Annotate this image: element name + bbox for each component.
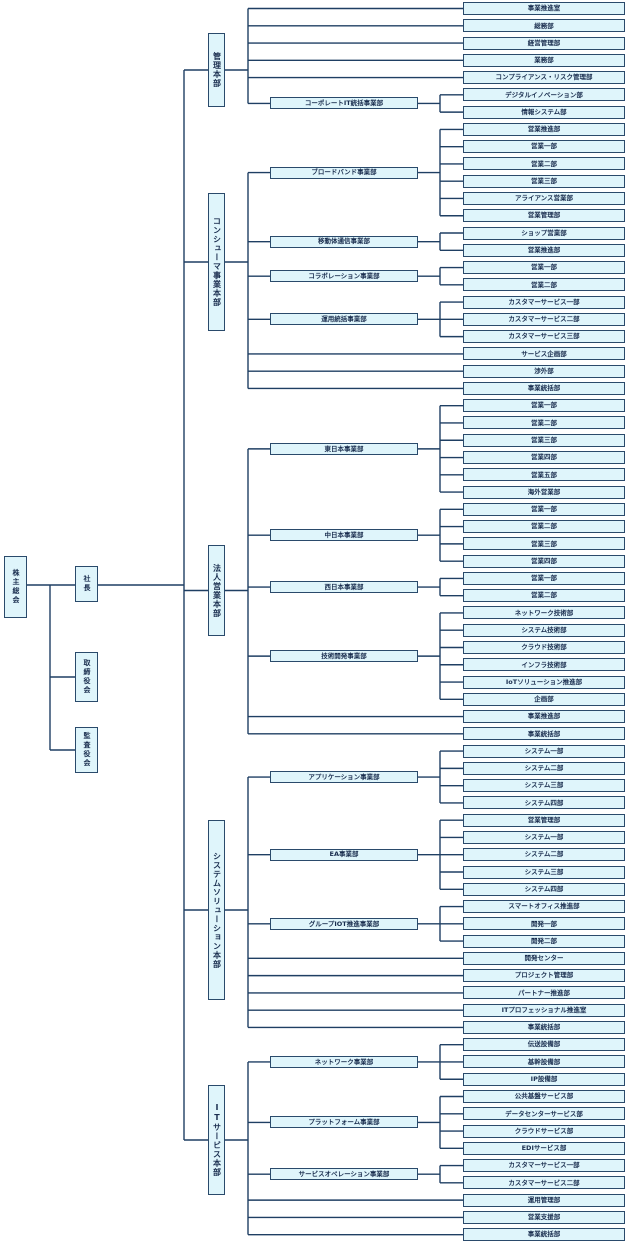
org-box-business-unit: サービスオペレーション事業部 — [270, 1168, 418, 1181]
org-box-business-unit: EA事業部 — [270, 848, 418, 861]
org-box-department: 公共基盤サービス部 — [463, 1090, 625, 1103]
org-box-division: システムソリューション本部 — [208, 820, 225, 1000]
org-box-department: クラウドサービス部 — [463, 1124, 625, 1138]
org-box-department: 事業推進室 — [463, 2, 625, 15]
org-box-department: システム四部 — [463, 796, 625, 810]
org-box-department: 企画部 — [463, 692, 625, 706]
org-box-president: 社長 — [75, 566, 98, 602]
org-box-business-unit: アプリケーション事業部 — [270, 771, 418, 783]
org-box-department: 営業二部 — [463, 278, 625, 292]
org-box-department: 事業統括部 — [463, 727, 625, 741]
org-box-department: スマートオフィス推進部 — [463, 900, 625, 914]
org-box-department: 伝送設備部 — [463, 1038, 625, 1052]
org-box-division: 管理本部 — [208, 33, 225, 107]
org-box-department: パートナー推進部 — [463, 986, 625, 1000]
org-box-department: 基幹設備部 — [463, 1055, 625, 1069]
org-box-division: 法人営業本部 — [208, 545, 225, 636]
org-box-department: 営業二部 — [463, 520, 625, 534]
org-box-business-unit: コーポレートIT統括事業部 — [270, 97, 418, 110]
org-box-shareholders-meeting: 株主総会 — [4, 556, 27, 618]
org-box-department: クラウド技術部 — [463, 640, 625, 654]
org-box-department: カスタマーサービス二部 — [463, 312, 625, 326]
org-box-department: 事業推進部 — [463, 710, 625, 724]
org-box-department: 営業二部 — [463, 157, 625, 171]
org-box-business-unit: グループIOT推進事業部 — [270, 917, 418, 930]
org-box-department: 営業三部 — [463, 433, 625, 447]
org-box-department: 事業統括部 — [463, 1228, 625, 1242]
org-box-business-unit: 運用統括事業部 — [270, 313, 418, 326]
org-box-department: サービス企画部 — [463, 347, 625, 361]
org-box-department: カスタマーサービス一部 — [463, 295, 625, 309]
org-box-business-unit: 技術開発事業部 — [270, 650, 418, 663]
org-box-department: 営業管理部 — [463, 209, 625, 223]
org-box-business-unit: コラボレーション事業部 — [270, 270, 418, 283]
org-box-department: システム一部 — [463, 744, 625, 758]
org-box-department: システム三部 — [463, 865, 625, 879]
org-box-department: システム二部 — [463, 848, 625, 862]
org-box-department: アライアンス営業部 — [463, 191, 625, 205]
org-box-department: 営業三部 — [463, 537, 625, 551]
org-box-department: 営業一部 — [463, 502, 625, 516]
org-box-department: ネットワーク技術部 — [463, 606, 625, 620]
org-box-department: ショップ営業部 — [463, 226, 625, 240]
org-box-department: 海外営業部 — [463, 485, 625, 499]
org-box-department: 業務部 — [463, 53, 625, 67]
org-box-department: 営業一部 — [463, 399, 625, 413]
org-box-department: 事業統括部 — [463, 381, 625, 395]
org-box-business-unit: ブロードバンド事業部 — [270, 166, 418, 179]
org-box-department: カスタマーサービス二部 — [463, 1176, 625, 1190]
org-box-department: 営業二部 — [463, 416, 625, 430]
org-box-department: カスタマーサービス一部 — [463, 1159, 625, 1173]
org-box-department: 事業統括部 — [463, 1020, 625, 1034]
org-box-department: 営業推進部 — [463, 243, 625, 257]
org-box-board: 取締役会 — [75, 652, 98, 702]
org-box-department: 総務部 — [463, 19, 625, 33]
org-box-department: 開発一部 — [463, 917, 625, 931]
org-box-department: 運用管理部 — [463, 1193, 625, 1207]
org-box-business-unit: ネットワーク事業部 — [270, 1055, 418, 1068]
org-box-department: 営業一部 — [463, 571, 625, 585]
org-box-department: 営業四部 — [463, 451, 625, 465]
org-box-department: 営業一部 — [463, 261, 625, 275]
org-box-department: 営業支援部 — [463, 1210, 625, 1224]
org-box-department: システム技術部 — [463, 623, 625, 637]
org-box-department: 渉外部 — [463, 364, 625, 378]
org-box-auditors: 監査役会 — [75, 727, 98, 773]
org-box-department: IP設備部 — [463, 1072, 625, 1086]
org-box-business-unit: プラットフォーム事業部 — [270, 1116, 418, 1129]
org-box-department: 開発センター — [463, 951, 625, 965]
org-box-department: システム三部 — [463, 779, 625, 793]
org-box-department: 情報システム部 — [463, 105, 625, 119]
org-box-department: 経営管理部 — [463, 36, 625, 50]
org-box-department: 営業二部 — [463, 589, 625, 603]
org-box-department: システム四部 — [463, 882, 625, 896]
org-box-department: 営業三部 — [463, 174, 625, 188]
org-box-division: コンシューマ事業本部 — [208, 193, 225, 331]
org-box-department: インフラ技術部 — [463, 658, 625, 672]
org-box-department: デジタルイノベーション部 — [463, 88, 625, 102]
org-box-business-unit: 西日本事業部 — [270, 581, 418, 594]
org-box-department: 営業五部 — [463, 468, 625, 482]
org-box-department: 営業一部 — [463, 140, 625, 154]
org-box-department: データセンターサービス部 — [463, 1107, 625, 1121]
org-box-department: コンプライアンス・リスク管理部 — [463, 71, 625, 85]
org-box-division: ITサービス本部 — [208, 1085, 225, 1195]
org-box-department: IoTソリューション推進部 — [463, 675, 625, 689]
org-box-department: 営業四部 — [463, 554, 625, 568]
org-box-department: 営業管理部 — [463, 813, 625, 827]
org-box-department: プロジェクト管理部 — [463, 969, 625, 983]
org-box-department: カスタマーサービス三部 — [463, 330, 625, 344]
org-box-department: 営業推進部 — [463, 122, 625, 136]
org-box-department: システム二部 — [463, 761, 625, 775]
org-box-department: EDIサービス部 — [463, 1141, 625, 1155]
org-box-department: 開発二部 — [463, 934, 625, 948]
org-box-department: システム一部 — [463, 830, 625, 844]
org-box-business-unit: 移動体通信事業部 — [270, 235, 418, 248]
org-box-business-unit: 中日本事業部 — [270, 529, 418, 542]
org-box-department: ITプロフェッショナル推進室 — [463, 1003, 625, 1017]
org-box-business-unit: 東日本事業部 — [270, 442, 418, 455]
